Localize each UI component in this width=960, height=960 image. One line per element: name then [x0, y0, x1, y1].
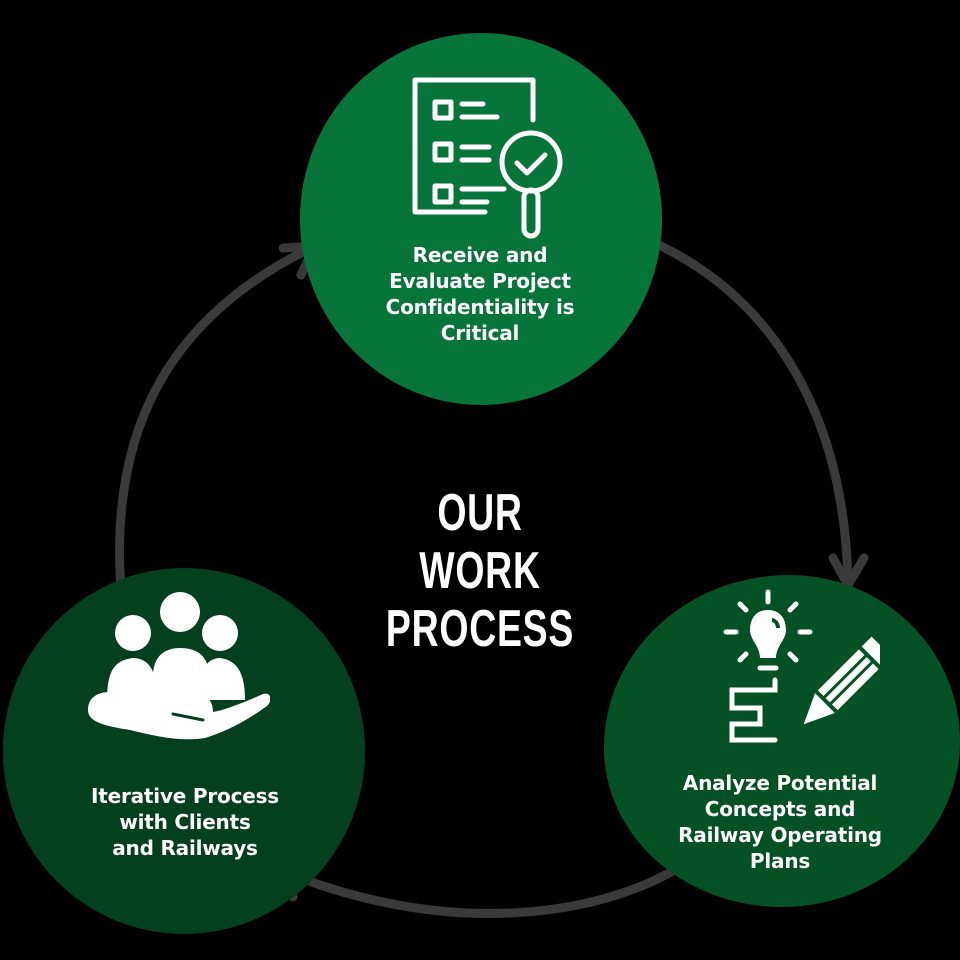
step-2-label: Analyze Potential Concepts and Railway O… [678, 771, 882, 873]
lightbulb-pencil-icon [723, 589, 880, 743]
step-1-label: Receive and Evaluate Project Confidentia… [385, 243, 575, 345]
diagram-title: OUR WORK PROCESS [385, 484, 575, 658]
arrow-step3-to-step1 [115, 241, 320, 595]
step-1-circle [300, 33, 662, 405]
arrow-step1-to-step2 [647, 237, 853, 590]
step-3-label: Iterative Process with Clients and Railw… [91, 784, 279, 860]
arrow-step2-to-step3 [280, 863, 683, 918]
hand-holding-people-icon [88, 592, 270, 740]
checklist-magnifier-icon [412, 77, 563, 239]
